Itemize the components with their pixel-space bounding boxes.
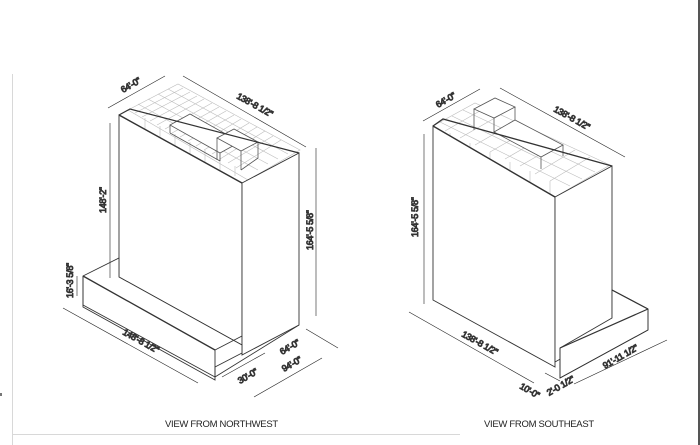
sheet-border-bottom bbox=[12, 434, 460, 435]
sheet-border-left bbox=[12, 74, 13, 445]
dim-se-top-width: 64'-0" bbox=[434, 90, 457, 109]
dimension-lines-se bbox=[408, 87, 668, 385]
dim-se-base-offset-a: 10'-0" bbox=[518, 381, 541, 400]
sheet-border-right bbox=[698, 0, 700, 445]
dimension-lines-nw bbox=[62, 75, 339, 398]
view-southeast: 64'-0" 138'-8 1/2" 164'-5 5/8" 138'-8 1/… bbox=[408, 87, 668, 401]
tower-north-face bbox=[241, 152, 300, 356]
dim-nw-base-offset: 30'-0" bbox=[236, 366, 259, 385]
podium-nw bbox=[82, 257, 243, 381]
view-northwest: 64'-0" 138'-8 1/2" 148'-2" 164'-5 5/8" 1… bbox=[62, 75, 339, 398]
dim-nw-top-width: 64'-0" bbox=[119, 75, 142, 94]
caption-view-southeast: VIEW FROM SOUTHEAST bbox=[484, 419, 594, 430]
dim-nw-tower-height: 148'-2" bbox=[98, 187, 108, 213]
dim-nw-top-length: 138'-8 1/2" bbox=[235, 91, 275, 119]
dim-se-overall-height: 164'-5 5/8" bbox=[410, 197, 420, 237]
caption-view-northwest: VIEW FROM NORTHWEST bbox=[165, 419, 278, 430]
margin-tick bbox=[0, 393, 2, 396]
dim-nw-base-height: 16'-3 5/8" bbox=[65, 263, 75, 298]
dim-nw-overall-height: 164'-5 5/8" bbox=[305, 210, 315, 250]
